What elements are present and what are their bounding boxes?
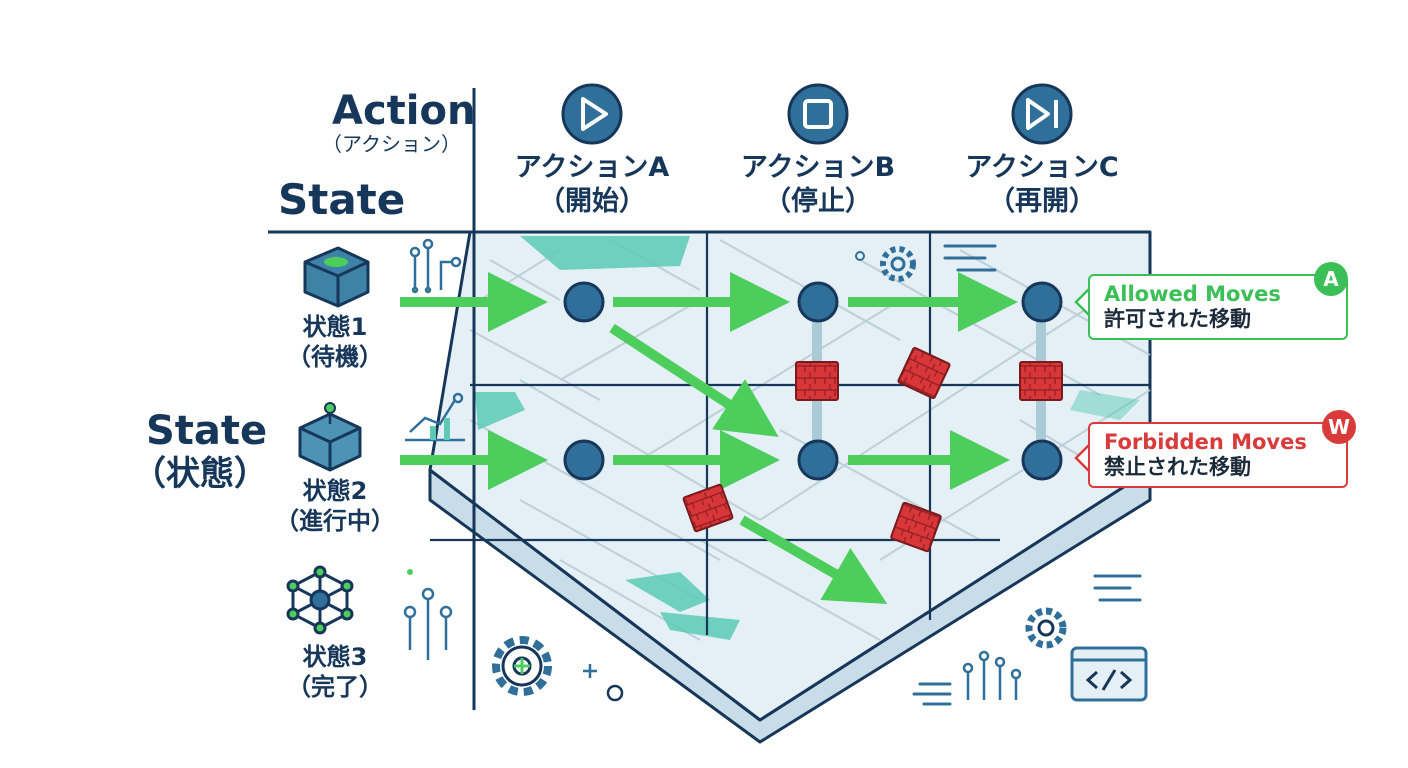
allowed-arrow — [609, 323, 779, 437]
action-c-sub: （再開） — [988, 186, 1096, 217]
action-a-sub: （開始） — [538, 186, 646, 217]
chart-icon — [405, 392, 465, 442]
forbidden-moves-callout: Forbidden Moves 禁止された移動 — [1088, 422, 1348, 489]
action-c-label: アクションC — [965, 152, 1119, 183]
forbidden-block — [682, 483, 734, 533]
network-icon — [286, 565, 354, 635]
state-2-label: 状態2 — [302, 477, 368, 505]
gear-icon — [492, 636, 552, 696]
forbidden-block — [897, 346, 951, 400]
state-2-sub: （進行中） — [275, 507, 395, 535]
plus-icon — [583, 664, 597, 678]
cube-icon — [303, 246, 370, 308]
action-axis-title: Action — [332, 88, 476, 134]
text-lines-icon — [943, 244, 997, 272]
state-node — [1021, 281, 1063, 323]
allowed-badge: A — [1314, 262, 1348, 296]
stop-icon — [787, 83, 849, 145]
action-axis-subtitle: （アクション） — [322, 132, 461, 156]
text-lines-icon — [912, 682, 952, 706]
state-1-label: 状態1 — [302, 313, 368, 341]
state-3-label: 状態3 — [302, 643, 368, 671]
state-nodes — [563, 281, 1063, 481]
action-a-label: アクションA — [514, 152, 670, 183]
callout-pointer — [1074, 287, 1091, 317]
text-lines-icon — [1093, 574, 1142, 602]
state-side-subtitle: （状態） — [132, 454, 268, 494]
state-node — [563, 281, 605, 323]
forbidden-moves-title: Forbidden Moves — [1104, 430, 1307, 454]
forbidden-block — [795, 361, 839, 401]
play-icon — [561, 83, 623, 145]
forbidden-blocks — [682, 346, 1063, 553]
state-node — [1021, 439, 1063, 481]
allowed-moves-callout: Allowed Moves 許可された移動 — [1088, 274, 1348, 341]
state-node — [563, 439, 605, 481]
circuit-icon — [409, 238, 462, 294]
forbidden-block — [1019, 361, 1063, 401]
state-1-sub: （待機） — [287, 343, 383, 371]
allowed-arrow — [739, 515, 888, 605]
state-axis-title: State — [278, 175, 406, 224]
dot-icon — [606, 684, 624, 702]
circuit-icon — [962, 650, 1022, 700]
action-b-label: アクションB — [740, 152, 896, 183]
state-node — [797, 281, 839, 323]
box-icon — [298, 402, 362, 472]
gear-icon — [1025, 607, 1067, 649]
action-b-sub: （停止） — [764, 186, 872, 217]
state-3-sub: （完了） — [287, 673, 383, 701]
forbidden-block — [890, 501, 942, 553]
allowed-arrows — [400, 272, 1018, 605]
gear-icon — [855, 246, 916, 282]
state-node — [797, 439, 839, 481]
state-side-title: State — [146, 408, 268, 454]
callout-pointer — [1074, 443, 1091, 473]
allowed-moves-title: Allowed Moves — [1104, 282, 1281, 306]
forbidden-badge: W — [1322, 410, 1356, 444]
forbidden-moves-subtitle: 禁止された移動 — [1104, 455, 1251, 480]
circuit-icon — [403, 569, 453, 660]
skip-next-icon — [1011, 83, 1073, 145]
allowed-moves-subtitle: 許可された移動 — [1104, 307, 1251, 332]
code-window-icon — [1070, 646, 1148, 702]
